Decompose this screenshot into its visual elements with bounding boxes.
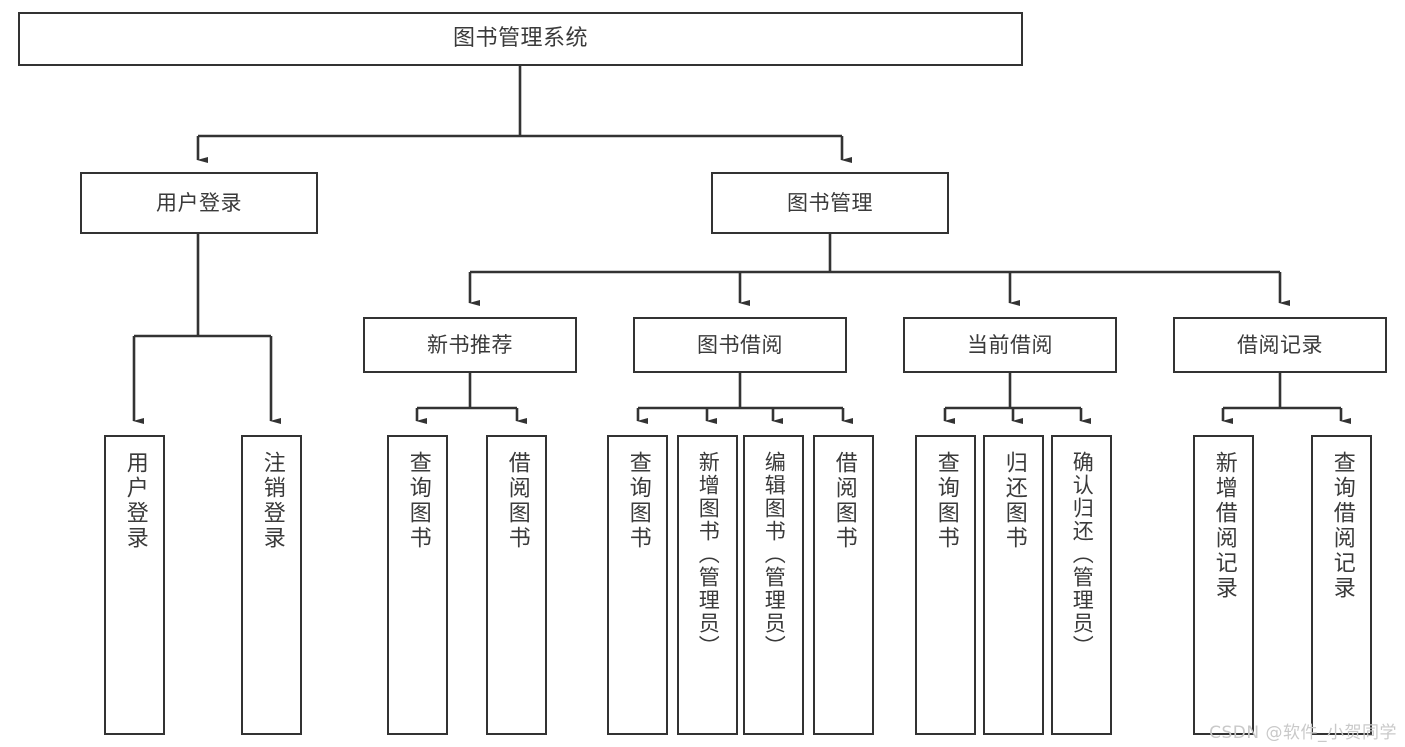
node-label: 编辑图书（管理员） xyxy=(762,451,787,658)
node-new-book-recommend[interactable]: 新书推荐 xyxy=(363,317,577,373)
node-user-login[interactable]: 用户登录 xyxy=(80,172,318,234)
leaf-return-book[interactable]: 归还图书 xyxy=(983,435,1044,735)
node-borrow-record[interactable]: 借阅记录 xyxy=(1173,317,1387,373)
node-label: 当前借阅 xyxy=(967,332,1053,357)
leaf-query-borrow-record[interactable]: 查询借阅记录 xyxy=(1311,435,1372,735)
node-label: 查询图书 xyxy=(625,451,651,551)
node-label: 用户登录 xyxy=(156,190,242,215)
leaf-add-borrow-record[interactable]: 新增借阅记录 xyxy=(1193,435,1254,735)
node-label: 归还图书 xyxy=(1001,451,1027,551)
leaf-confirm-return-admin[interactable]: 确认归还（管理员） xyxy=(1051,435,1112,735)
leaf-query-book-current[interactable]: 查询图书 xyxy=(915,435,976,735)
node-label: 确认归还（管理员） xyxy=(1070,451,1095,658)
node-label: 用户登录 xyxy=(122,451,148,551)
node-label: 借阅图书 xyxy=(504,451,530,551)
node-root-system[interactable]: 图书管理系统 xyxy=(18,12,1023,66)
leaf-query-book-recommend[interactable]: 查询图书 xyxy=(387,435,448,735)
node-label: 查询图书 xyxy=(933,451,959,551)
node-label: 注销登录 xyxy=(259,451,285,551)
node-label: 查询图书 xyxy=(405,451,431,551)
node-label: 新书推荐 xyxy=(427,332,513,357)
node-book-borrow[interactable]: 图书借阅 xyxy=(633,317,847,373)
node-label: 借阅图书 xyxy=(831,451,857,551)
leaf-user-logout[interactable]: 注销登录 xyxy=(241,435,302,735)
leaf-query-book-borrow[interactable]: 查询图书 xyxy=(607,435,668,735)
node-label: 新增借阅记录 xyxy=(1211,451,1237,601)
leaf-borrow-book[interactable]: 借阅图书 xyxy=(813,435,874,735)
node-label: 查询借阅记录 xyxy=(1329,451,1355,601)
node-current-borrow[interactable]: 当前借阅 xyxy=(903,317,1117,373)
leaf-edit-book-admin[interactable]: 编辑图书（管理员） xyxy=(743,435,804,735)
node-label: 图书借阅 xyxy=(697,332,783,357)
node-label: 借阅记录 xyxy=(1237,332,1323,357)
node-book-management[interactable]: 图书管理 xyxy=(711,172,949,234)
node-label: 图书管理系统 xyxy=(452,26,588,52)
csdn-watermark: CSDN @软件_小贺同学 xyxy=(1209,723,1397,743)
leaf-borrow-book-recommend[interactable]: 借阅图书 xyxy=(486,435,547,735)
node-label: 新增图书（管理员） xyxy=(696,451,721,658)
leaf-add-book-admin[interactable]: 新增图书（管理员） xyxy=(677,435,738,735)
leaf-user-login[interactable]: 用户登录 xyxy=(104,435,165,735)
node-label: 图书管理 xyxy=(787,190,873,215)
